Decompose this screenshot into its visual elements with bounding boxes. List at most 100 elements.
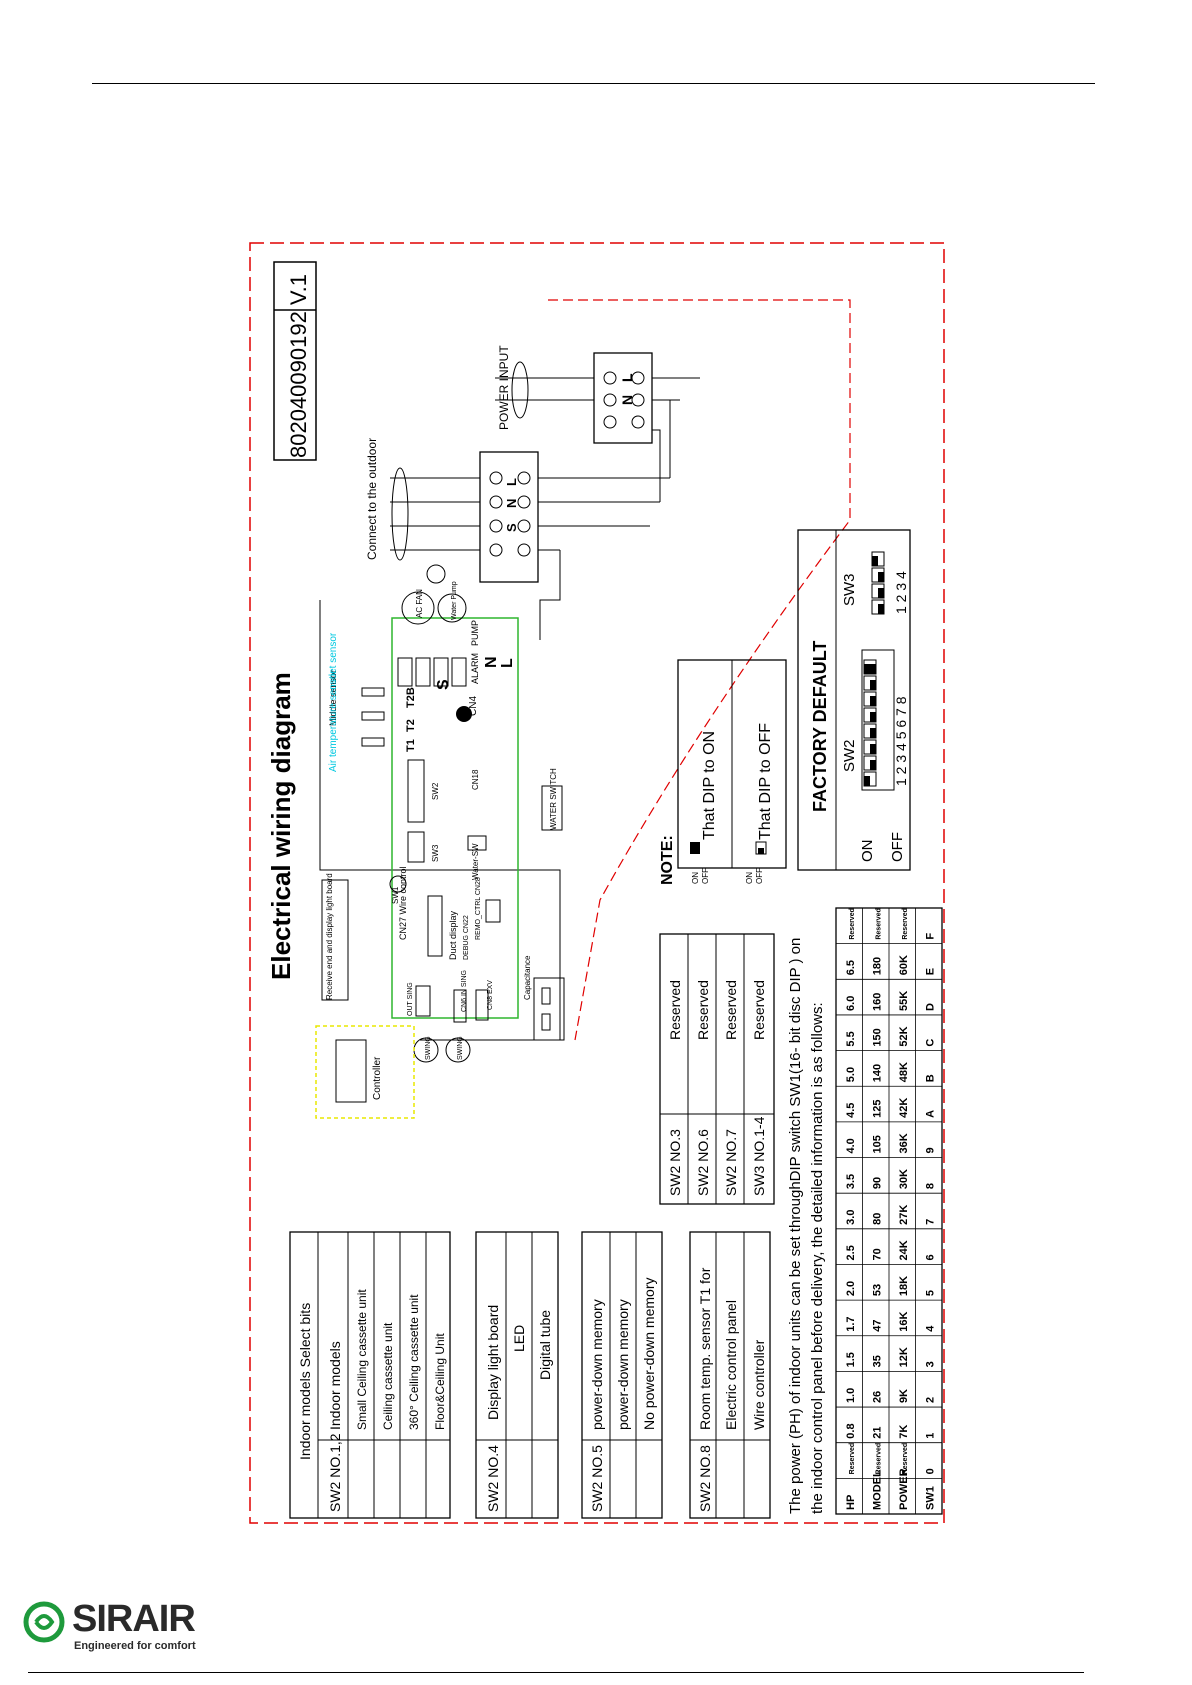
water-pump [437,593,467,623]
power-terminal [593,352,653,444]
power-table-cell: 140 [872,1064,884,1082]
power-table-cell: 5 [925,1290,937,1296]
alarm-label: ALARM [470,653,480,684]
power-table-cell: 3.5 [845,1174,857,1189]
power-table-cell: 2.5 [845,1245,857,1260]
power-text-1: The power (PH) of indoor units can be se… [787,938,804,1514]
l-label: L [499,658,516,668]
display-h2: Display light board [485,1305,501,1420]
power-table-cell: 1.7 [845,1316,857,1331]
frame-border [249,242,945,1524]
indoor-row-2: 360° Ceiling cassette unit [407,1294,421,1430]
note-off-text: That DIP to OFF [757,723,774,840]
power-table-cell: 27K [898,1205,910,1225]
power-table-cell: 26 [872,1391,884,1403]
in-sing-label: CN6 IN SING [461,970,468,1012]
power-table-cell: 55K [898,991,910,1011]
power-table-cell: Reserved [876,1443,883,1475]
power-table-cell: 36K [898,1133,910,1153]
power-table-cell: 7K [898,1425,910,1439]
power-table-cell: 105 [872,1135,884,1153]
power-table-cell: C [925,1039,937,1047]
water-switch-box [541,785,563,831]
ground-symbol [426,564,446,584]
diagram-title: Electrical wiring diagram [266,672,296,980]
memory-h1: SW2 NO.5 [589,1445,605,1512]
reserved-v-2: Reserved [723,980,739,1040]
pcb-sw3-label: SW3 [431,844,440,862]
ac-fan-label: AC FAN [415,589,424,618]
power-table-cell: SW1 [925,1486,937,1510]
controller-label: Controller [372,1056,383,1100]
logo-swirl-icon [23,1601,65,1643]
power-table-cell: 30K [898,1169,910,1189]
swing-label-1: SWING [425,1036,432,1060]
display-h1: SW2 NO.4 [485,1445,501,1512]
power-table-cell: 7 [925,1219,937,1225]
power-table-cell: A [925,1110,937,1118]
power-table-cell: 47 [872,1320,884,1332]
middle-sensor-label: Middle sensor [328,670,338,726]
indoor-h2a: SW2 NO.1,2 [327,1433,343,1512]
outdoor-L: L [504,478,519,486]
power-table-cell: 3.0 [845,1210,857,1225]
memory-table [581,1231,663,1519]
pcb-sw2 [407,759,425,823]
factory-off: OFF [889,832,906,862]
power-table-cell: 1.5 [845,1352,857,1367]
frame-curve [548,299,851,1041]
power-table-cell: 3 [925,1361,937,1367]
power-table-cell: 60K [898,955,910,975]
factory-sw3-numbers: 1 2 3 4 [893,571,909,614]
header-rule [92,83,1095,84]
room-h2: Room temp. sensor T1 for [697,1267,713,1430]
power-table-cell: 8 [925,1183,937,1189]
swing-motor-2 [445,1037,471,1063]
capacitance [533,977,565,1041]
pcb-sw2-label: SW2 [431,782,440,800]
factory-default-title: FACTORY DEFAULT [810,641,830,812]
display-table [475,1231,559,1519]
power-table-cells: HPReserved0.81.01.51.72.02.53.03.54.04.5… [845,908,937,1510]
power-table-cell: 18K [898,1276,910,1296]
power-table-cell: Reserved [902,1443,909,1475]
power-table-cell: 1.0 [845,1388,857,1403]
power-table-grid [836,908,942,1514]
power-table-cell: 0 [925,1468,937,1474]
power-terminal-screws [603,371,645,429]
power-table-cell: 35 [872,1355,884,1367]
reserved-table [659,933,775,1205]
remo-label: REMO_CTRL CN28 [475,877,482,940]
duct-display-label: Duct display [448,910,458,960]
power-table-cell: HP [845,1495,857,1510]
room-table [689,1231,771,1519]
pcb-sw3 [407,831,425,863]
factory-sw3: SW3 [841,573,858,606]
power-table-cell: 24K [898,1240,910,1260]
doc-number-box [273,261,317,461]
relays [397,657,467,687]
air-sensor-label: Air temperature sensor [328,670,339,772]
debug-label: DEBUG CN22 [463,915,470,960]
reserved-k-3: SW3 NO.1-4 [751,1116,767,1196]
exv-label: CN8 EXV [487,980,494,1010]
water-sw-label: Water-SW [471,843,480,880]
capacitance-label: Capacitance [523,955,532,1000]
power-table-cell: 42K [898,1098,910,1118]
power-table-cell: 4 [925,1325,937,1332]
outdoor-terminal [479,451,539,583]
power-table-cell: 6.5 [845,960,857,975]
note-title: NOTE: [659,835,676,885]
display-board-label: Receive end and display light board [325,873,334,1000]
display-board [321,879,349,1001]
power-table-cell: B [925,1074,937,1082]
s-label: S [435,679,452,690]
power-L: L [619,373,635,382]
t2-label: T2 [405,719,417,732]
out-sing-label: OUT SING [407,982,414,1016]
note-off-1: OFF [701,868,710,884]
display-row-0: LED [511,1325,527,1352]
pcb-sw1-label: SW1 [391,886,400,904]
memory-row-0: power-down memory [615,1299,631,1430]
main-pcb [391,617,519,1019]
